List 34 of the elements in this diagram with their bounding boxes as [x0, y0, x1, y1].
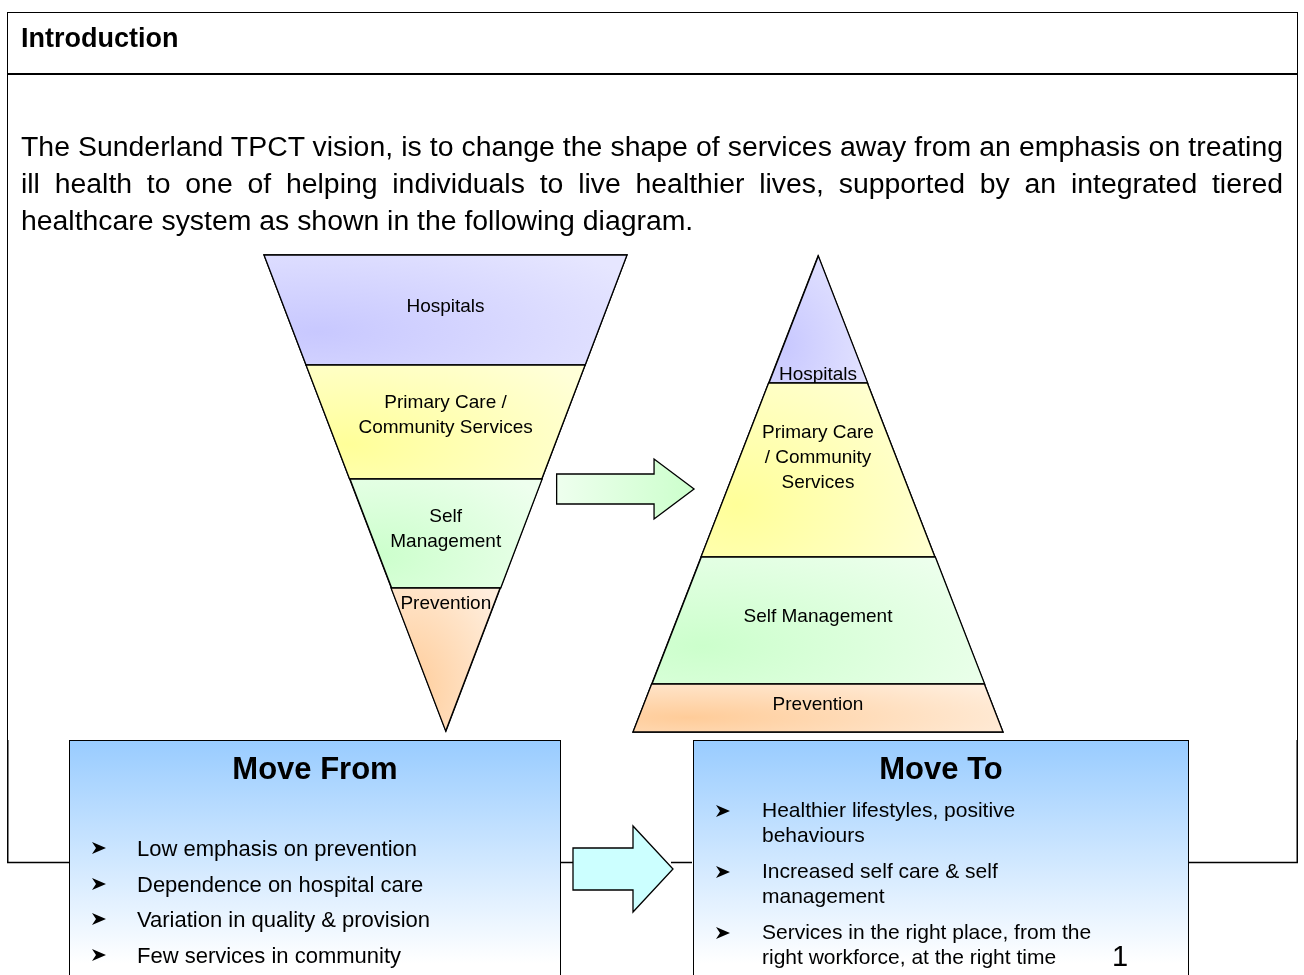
inverted-pyramid — [264, 255, 627, 731]
tier-band — [768, 256, 868, 383]
bullet-item: Dependence on hospital care — [137, 871, 425, 899]
tier-band — [651, 557, 985, 684]
bullet-item: Services in the right place, from the right workforce, at the right time — [762, 919, 1093, 969]
tier-label: Prevention — [399, 591, 493, 615]
tier-label: Primary Care / Community Services — [357, 390, 534, 439]
tier-label: Self Management — [742, 604, 894, 628]
tier-label: Primary Care / Community Services — [762, 420, 874, 494]
tier-band — [633, 684, 1003, 732]
tier-band — [391, 588, 501, 731]
tier-label: Hospitals — [777, 362, 859, 386]
bullet-item: Few services in community — [137, 942, 403, 970]
tier-band — [306, 365, 586, 479]
block-arrow — [572, 824, 674, 914]
panel-heading: Move From — [231, 751, 399, 787]
block-arrow — [556, 457, 696, 521]
move-to-panel — [693, 740, 1189, 975]
panel-heading: Move To — [878, 751, 1004, 787]
page-number: 1 — [1112, 941, 1129, 971]
frame-panel — [7, 12, 1298, 740]
section-heading: Introduction — [21, 23, 179, 54]
bullet-item: Low emphasis on prevention — [137, 835, 419, 863]
bullet-item: Healthier lifestyles, positive behaviours — [762, 797, 1017, 847]
move-from-panel — [69, 740, 561, 975]
pyramid — [633, 256, 1003, 732]
bullet-item: Variation in quality & provision — [137, 906, 432, 934]
bullet-item: Increased self care & self management — [762, 858, 999, 908]
tier-band — [349, 479, 542, 588]
intro-paragraph: The Sunderland TPCT vision, is to change the shape of services away from an emphasis on treating ill health to one of helping individuals to live healthier lives, supported by an integrated tiered healthcare system as shown in the following diagram. — [21, 129, 1283, 238]
tier-band — [264, 255, 627, 365]
tier-label: Self Management — [389, 504, 503, 553]
tier-label: Hospitals — [405, 294, 486, 318]
tier-label: Prevention — [771, 692, 865, 716]
